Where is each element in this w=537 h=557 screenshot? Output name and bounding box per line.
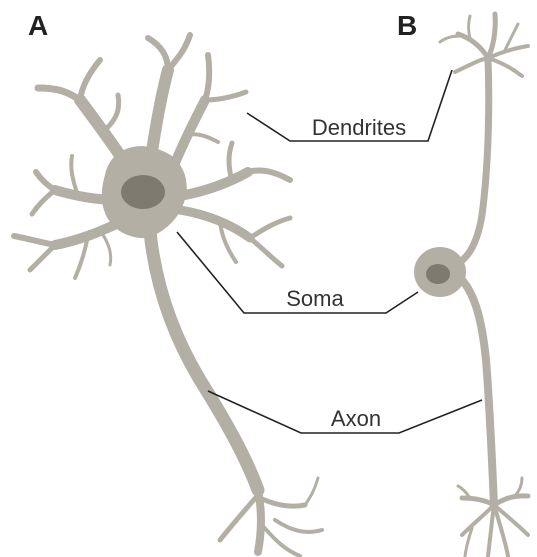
dendrites-callout: Dendrites <box>247 70 452 141</box>
neuron-b-axon <box>458 280 528 556</box>
neuron-b-dendrites <box>440 14 528 262</box>
neuron-b <box>414 14 528 556</box>
neuron-a-nucleus <box>121 175 165 209</box>
soma-callout: Soma <box>177 232 418 313</box>
soma-label: Soma <box>286 286 344 311</box>
neuron-b-nucleus <box>426 264 450 284</box>
axon-callout: Axon <box>208 391 482 433</box>
neuron-a <box>14 35 322 556</box>
neuron-a-axon <box>150 232 322 556</box>
axon-label: Axon <box>331 406 381 431</box>
dendrites-label: Dendrites <box>312 115 406 140</box>
